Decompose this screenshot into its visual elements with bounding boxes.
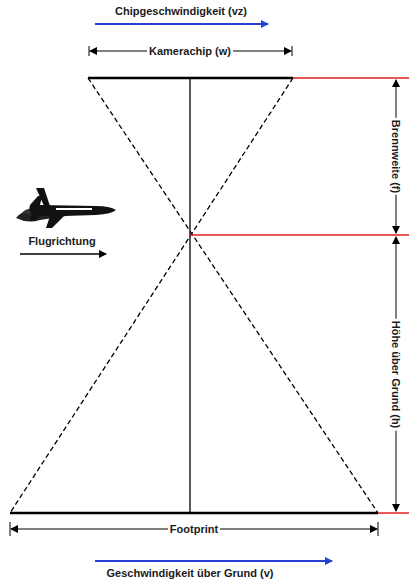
velocity-arrow [95, 560, 332, 562]
dimension-label: Brennweite (f) [390, 117, 403, 194]
reference-line [190, 234, 409, 236]
velocity-arrow [95, 23, 268, 25]
airplane-icon [16, 188, 116, 228]
dimension-tick [89, 46, 90, 56]
ray-line [88, 78, 378, 513]
direction-label: Flugrichtung [26, 235, 97, 248]
dimension-label: Kamerachip (w) [147, 45, 233, 58]
optical-axis [189, 78, 190, 513]
direction-arrow [20, 253, 106, 255]
dimension-tick [10, 522, 11, 536]
dimension-label: Höhe über Grund (h) [389, 318, 402, 430]
dimension-label: Footprint [168, 523, 220, 536]
dimension-tick [292, 46, 293, 56]
ray-line [10, 78, 293, 513]
footprint-line [10, 512, 378, 515]
dimension-tick [378, 522, 379, 536]
velocity-label: Chipgeschwindigkeit (vz) [113, 5, 249, 18]
velocity-label: Geschwindigkeit über Grund (v) [105, 567, 276, 580]
reference-line [378, 512, 409, 514]
reference-line [293, 77, 409, 79]
